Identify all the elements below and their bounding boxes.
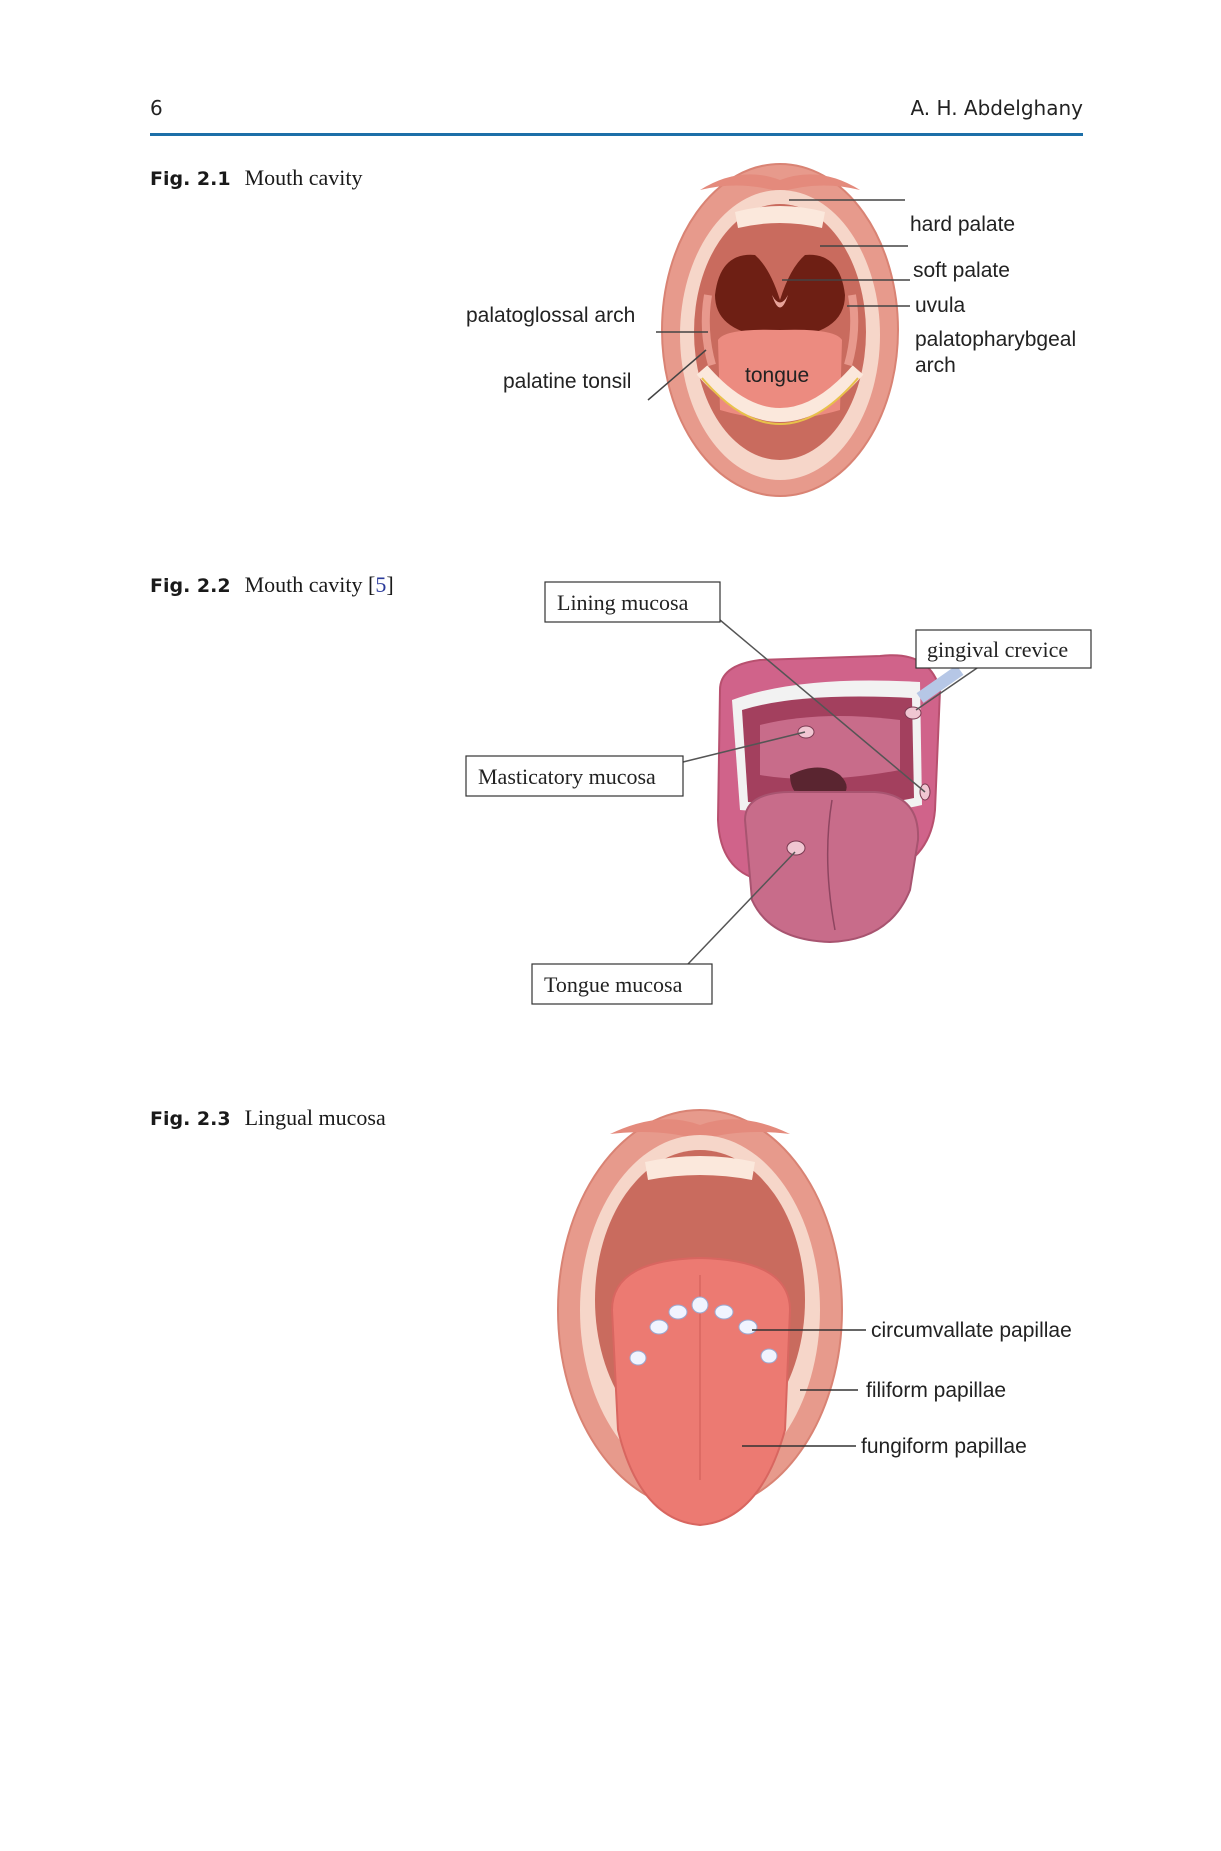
running-head-author: A. H. Abdelghany: [910, 96, 1083, 120]
label-uvula: uvula: [915, 294, 966, 317]
label-palatopharyngeal-line2: arch: [915, 354, 956, 377]
label-lining-mucosa: Lining mucosa: [557, 590, 689, 615]
figure-caption-2-1: Fig. 2.1 Mouth cavity: [150, 165, 363, 191]
reference-link[interactable]: 5: [375, 572, 387, 597]
caption-text: Mouth cavity [: [244, 572, 376, 597]
tongue-mucosa-leader: [687, 851, 796, 965]
caption-text: Lingual mucosa: [244, 1105, 386, 1130]
figure-2-1-mouth-diagram: hard palate soft palate uvula palatophar…: [466, 163, 1076, 497]
figure-caption-2-3: Fig. 2.3 Lingual mucosa: [150, 1105, 386, 1131]
figure-2-3-lingual-mucosa-diagram: circumvallate papillae filiform papillae…: [557, 1109, 1072, 1527]
mouth-illustration: [661, 163, 899, 497]
figure-caption-2-2: Fig. 2.2 Mouth cavity [5]: [150, 572, 394, 598]
label-fungiform-papillae: fungiform papillae: [861, 1435, 1027, 1458]
mouth-illustration: [557, 1109, 843, 1527]
label-box-tongue-mucosa: Tongue mucosa: [531, 963, 713, 1005]
label-palatoglossal-arch: palatoglossal arch: [466, 304, 635, 327]
label-gingival-crevice: gingival crevice: [927, 637, 1068, 662]
label-tongue-mucosa: Tongue mucosa: [544, 972, 683, 997]
page-number: 6: [150, 96, 163, 120]
label-box-lining-mucosa: Lining mucosa: [544, 581, 721, 623]
lining-mucosa-leader: [719, 619, 926, 793]
figure-2-2-mucosa-diagram: Lining mucosa gingival crevice Masticato…: [465, 581, 1092, 1005]
leader-lines: [682, 619, 981, 965]
leader-lines: [647, 199, 910, 401]
label-palatine-tonsil: palatine tonsil: [503, 370, 631, 393]
label-tongue: tongue: [745, 364, 809, 387]
label-circumvallate-papillae: circumvallate papillae: [871, 1319, 1072, 1342]
gingival-crevice-leader: [915, 665, 981, 711]
leader-lines: [742, 1329, 866, 1447]
figure-number: Fig. 2.2: [150, 575, 231, 597]
figure-number: Fig. 2.1: [150, 168, 231, 190]
caption-end: ]: [386, 572, 394, 597]
mouth-illustration: [716, 654, 964, 944]
label-hard-palate: hard palate: [910, 213, 1015, 236]
label-filiform-papillae: filiform papillae: [866, 1379, 1006, 1402]
masticatory-mucosa-leader: [682, 731, 806, 763]
tonsil-leader: [647, 349, 707, 401]
label-box-gingival-crevice: gingival crevice: [915, 629, 1092, 669]
label-palatopharyngeal-line1: palatopharybgeal: [915, 328, 1076, 351]
caption-text: Mouth cavity: [244, 165, 363, 190]
figure-number: Fig. 2.3: [150, 1108, 231, 1130]
label-masticatory-mucosa: Masticatory mucosa: [478, 764, 656, 789]
label-soft-palate: soft palate: [913, 259, 1010, 282]
label-box-masticatory-mucosa: Masticatory mucosa: [465, 755, 684, 797]
header-rule: [150, 133, 1083, 136]
